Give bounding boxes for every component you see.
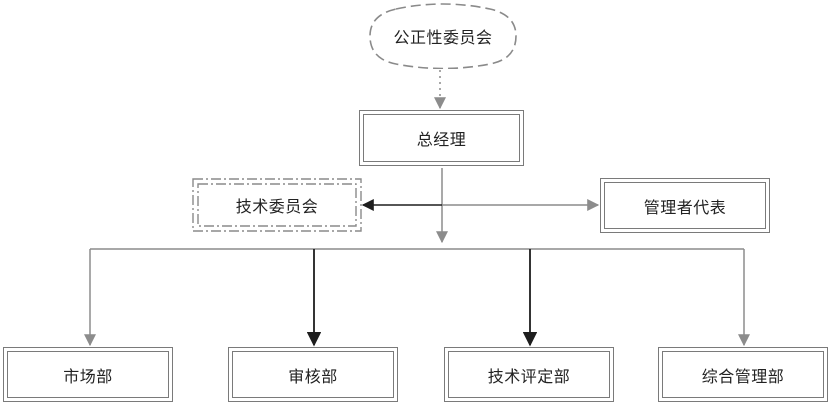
- node-label: 公正性委员会: [393, 28, 493, 47]
- dashdot-frame: [192, 178, 362, 232]
- node-label: 技术评定部: [487, 366, 571, 386]
- node-label: 综合管理部: [701, 366, 785, 386]
- cloud-shape: [369, 3, 517, 69]
- node-general-manager: 总经理: [359, 110, 524, 166]
- node-tech-eval-dept: 技术评定部: [444, 347, 614, 402]
- node-label: 市场部: [63, 366, 113, 386]
- node-label: 管理者代表: [643, 197, 727, 217]
- node-audit-dept: 审核部: [228, 347, 398, 402]
- node-label: 技术委员会: [235, 197, 319, 216]
- node-management-representative: 管理者代表: [600, 178, 770, 233]
- node-technical-committee: 技术委员会: [192, 178, 362, 232]
- node-label: 总经理: [416, 130, 467, 149]
- node-market-dept: 市场部: [3, 347, 173, 402]
- node-impartiality-committee: 公正性委员会: [366, 3, 520, 69]
- node-label: 审核部: [288, 366, 338, 386]
- node-general-mgmt-dept: 综合管理部: [658, 347, 828, 402]
